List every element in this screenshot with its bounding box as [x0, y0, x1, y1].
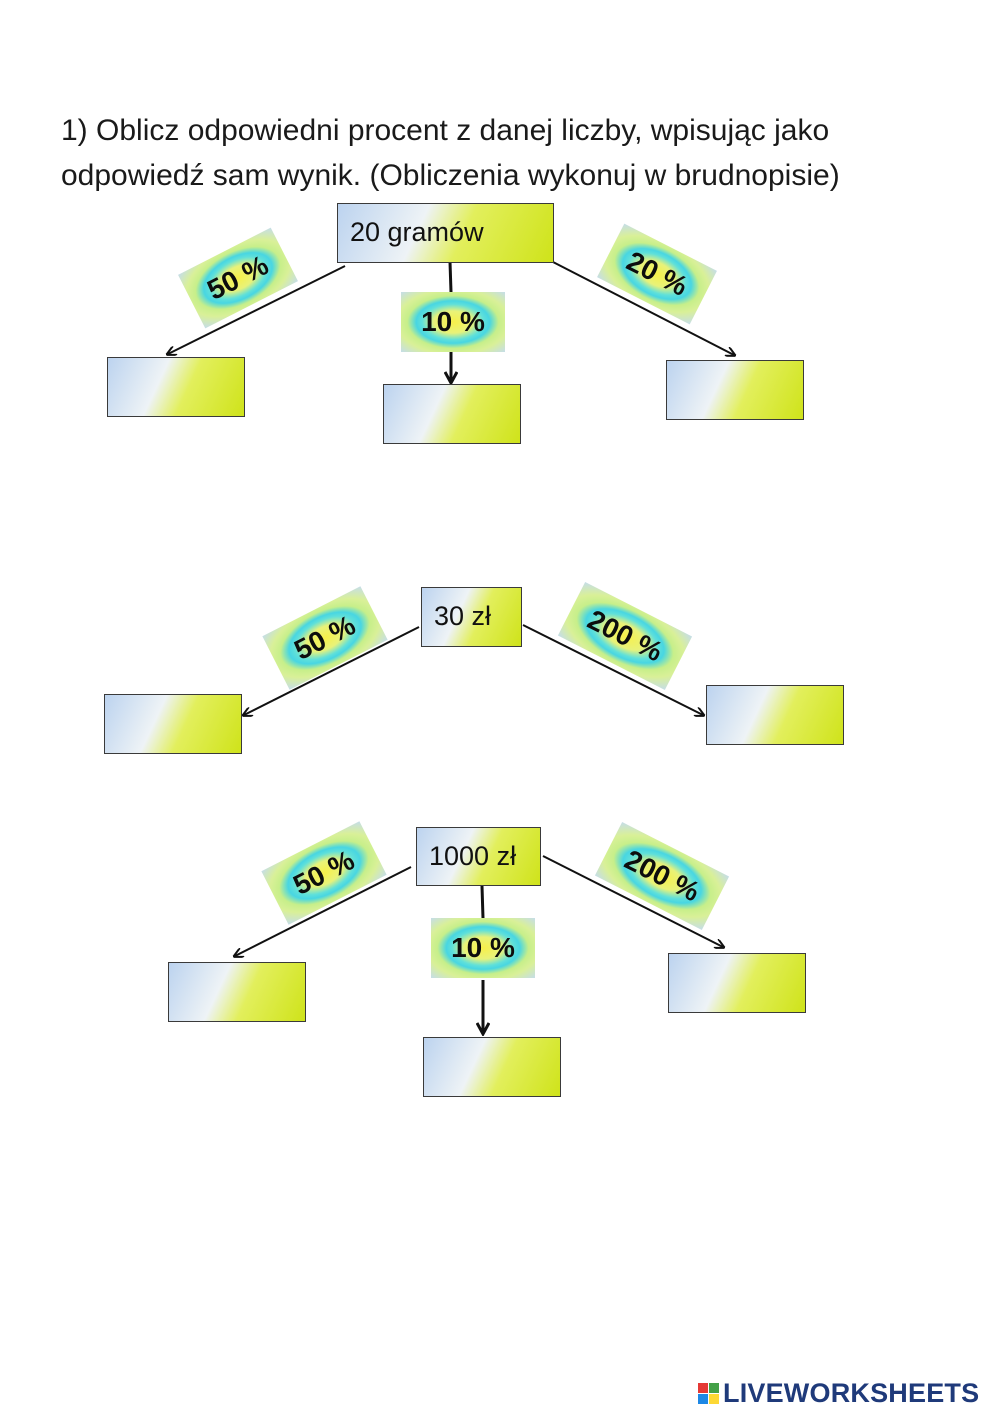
logo-square-blue	[698, 1393, 708, 1404]
arrow-3-left	[235, 866, 412, 956]
source-box-2: 30 zł	[421, 587, 522, 647]
source-box-3: 1000 zł	[416, 827, 541, 886]
instruction-line-1: 1) Oblicz odpowiedni procent z danej lic…	[61, 114, 830, 147]
answer-box-2-right[interactable]	[706, 685, 844, 745]
answer-box-3-right[interactable]	[668, 953, 806, 1013]
logo-square-red	[698, 1382, 708, 1393]
logo-text: LIVEWORKSHEETS	[723, 1377, 980, 1408]
answer-box-2-left[interactable]	[104, 694, 242, 754]
arrow-2-left	[244, 626, 420, 715]
answer-box-1-left[interactable]	[107, 357, 245, 417]
answer-box-3-left[interactable]	[168, 962, 306, 1022]
arrow-1-left	[168, 265, 346, 354]
instruction-line-2: odpowiedź sam wynik. (Obliczenia wykonuj…	[61, 159, 840, 192]
logo-square-yellow	[709, 1393, 719, 1404]
answer-box-1-middle[interactable]	[383, 384, 521, 444]
answer-box-1-right[interactable]	[666, 360, 804, 420]
percent-badge-3-middle: 10 %	[431, 918, 535, 978]
logo-squares-icon	[698, 1382, 719, 1404]
instruction-text: 1) Oblicz odpowiedni procent z danej lic…	[61, 108, 981, 198]
percent-badge-1-middle: 10 %	[401, 292, 505, 352]
arrow-3-right	[542, 855, 723, 947]
source-box-1: 20 gramów	[337, 203, 554, 263]
logo-square-green	[709, 1382, 719, 1393]
arrow-2-right	[522, 624, 703, 715]
answer-box-3-middle[interactable]	[423, 1037, 561, 1097]
liveworksheets-logo[interactable]: LIVEWORKSHEETS	[698, 1376, 979, 1410]
arrow-1-middle-top	[448, 261, 453, 293]
arrow-3-middle-top	[480, 885, 485, 919]
arrow-1-right	[552, 261, 734, 355]
